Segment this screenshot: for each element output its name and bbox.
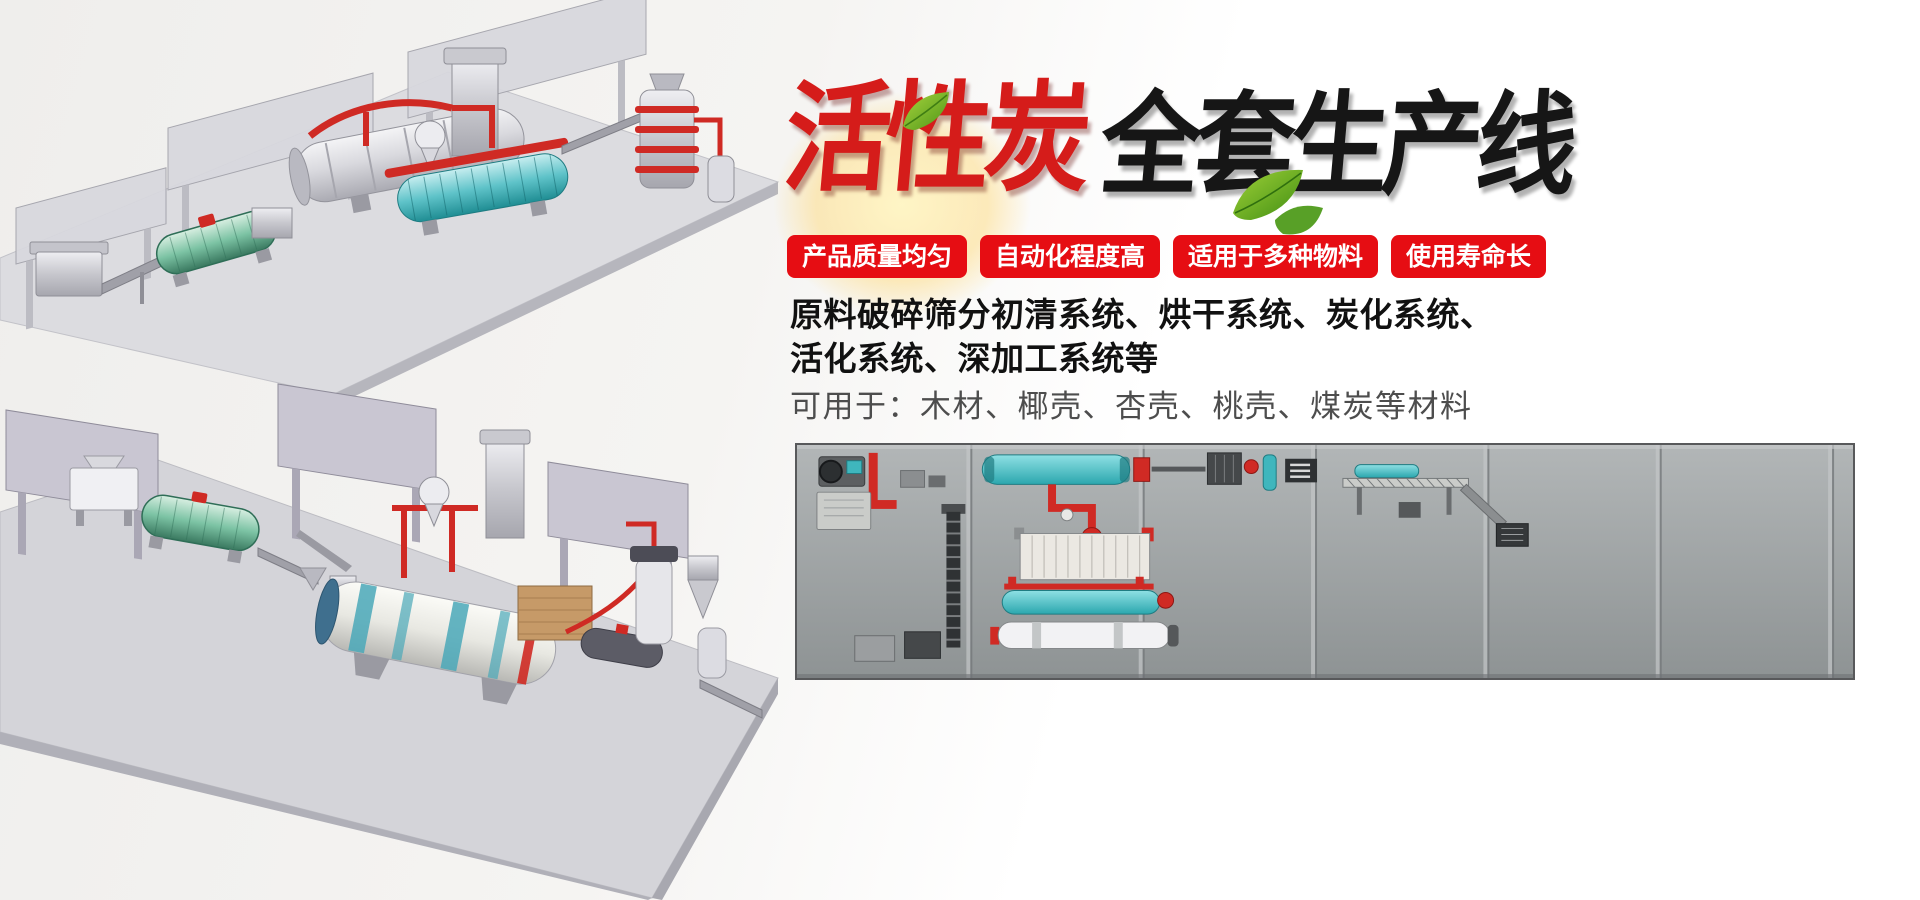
feature-badges: 产品质量均匀 自动化程度高 适用于多种物料 使用寿命长 <box>787 235 1547 278</box>
production-line-layout-diagram <box>795 443 1855 680</box>
layout-diagram-graphic <box>797 445 1853 678</box>
description-line-2: 活化系统、深加工系统等 <box>790 339 1159 378</box>
badge-lifespan: 使用寿命长 <box>1391 235 1547 278</box>
production-line-3d-render-top <box>0 0 780 400</box>
badge-product-quality: 产品质量均匀 <box>787 235 968 278</box>
leaf-icon-small <box>903 92 949 130</box>
description-block: 原料破碎筛分初清系统、烘干系统、炭化系统、 活化系统、深加工系统等 可用于：木材… <box>790 293 1494 430</box>
leaf-icon-large <box>1233 169 1323 235</box>
badge-materials: 适用于多种物料 <box>1173 235 1379 278</box>
glow-decoration <box>737 60 1067 350</box>
banner-title: 活性炭全套生产线 <box>737 60 1577 350</box>
promo-content: 活性炭全套生产线 产品质量均匀 自动化程度高 适用于多种物料 使用寿命长 <box>737 0 1920 900</box>
title-black-text: 全套生产线 <box>1095 79 1577 211</box>
description-line-1: 原料破碎筛分初清系统、烘干系统、炭化系统、 <box>790 295 1494 334</box>
production-line-3d-render-bottom <box>0 383 779 900</box>
description-line-3: 可用于：木材、椰壳、杏壳、桃壳、煤炭等材料 <box>790 389 1473 425</box>
badge-automation: 自动化程度高 <box>980 235 1161 278</box>
